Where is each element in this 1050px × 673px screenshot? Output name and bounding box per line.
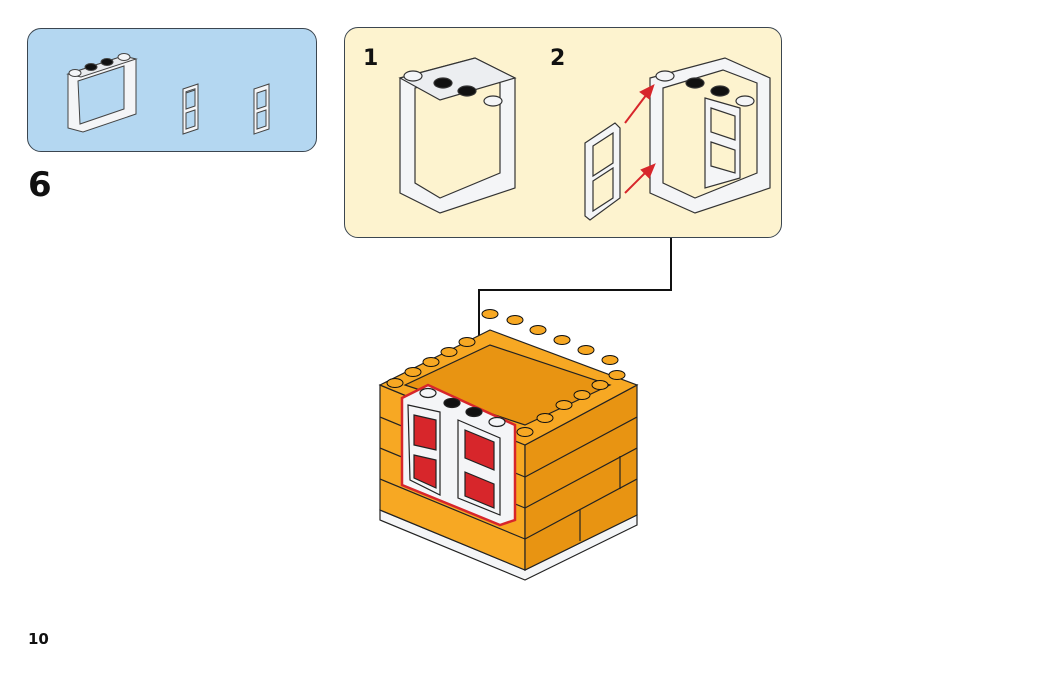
stud-icon (457, 85, 477, 97)
top-studs (386, 309, 626, 437)
side-wall (524, 383, 638, 571)
stud-icon (553, 335, 571, 345)
attach-arrows (624, 84, 656, 194)
window-frame-part (66, 53, 138, 133)
stud-icon (443, 397, 461, 409)
stud-icon (710, 85, 730, 97)
stud-icon (608, 370, 626, 380)
stud-icon (422, 357, 440, 367)
brick-house-model (378, 329, 639, 581)
parts-illustration (66, 53, 270, 135)
stud-icon (483, 95, 503, 107)
stud-icon (488, 416, 506, 428)
stud-icon (735, 95, 755, 107)
stud-icon (419, 387, 437, 399)
stud-icon (601, 355, 619, 365)
parts-list-box (27, 28, 317, 152)
stud-icon (685, 77, 705, 89)
connector-line (478, 238, 672, 390)
stud-icon (573, 390, 591, 400)
window-highlight (400, 383, 517, 527)
stud-icon (536, 413, 554, 423)
window-shutter-loose (584, 122, 621, 221)
stud-icon (458, 337, 476, 347)
stud-icon (386, 378, 404, 388)
window-frame-step2 (649, 57, 771, 214)
stud-icon (440, 347, 458, 357)
arrow-head-icon (640, 163, 656, 179)
sub-assembly-box: 1 2 (344, 27, 782, 238)
stud-icon (516, 427, 534, 437)
stud-icon (100, 58, 114, 66)
sub-step-label: 1 (363, 46, 379, 71)
arrow-head-icon (639, 84, 655, 100)
stud-icon (481, 309, 499, 319)
stud-icon (529, 325, 547, 335)
window-shutter-part (253, 83, 270, 135)
stud-icon (577, 345, 595, 355)
stud-icon (84, 63, 98, 71)
placement-arrow-icon (472, 382, 486, 402)
stud-icon (506, 315, 524, 325)
stud-icon (404, 367, 422, 377)
stud-icon (403, 70, 423, 82)
installed-window (400, 383, 517, 527)
stud-icon (117, 53, 131, 61)
page-number: 10 (28, 630, 49, 648)
front-wall (379, 384, 526, 571)
stud-icon (591, 380, 609, 390)
sub-step-label: 2 (550, 46, 566, 71)
top-rim (378, 329, 639, 446)
window-frame-step1 (398, 57, 517, 214)
sub-assembly-illustration (398, 57, 771, 221)
interior (403, 344, 612, 426)
stud-icon (655, 70, 675, 82)
window-shutter-part (182, 83, 199, 135)
stud-icon (433, 77, 453, 89)
stud-icon (465, 406, 483, 418)
stud-icon (68, 69, 82, 77)
step-number: 6 (28, 165, 52, 205)
base-plate (379, 509, 638, 581)
stud-icon (555, 400, 573, 410)
